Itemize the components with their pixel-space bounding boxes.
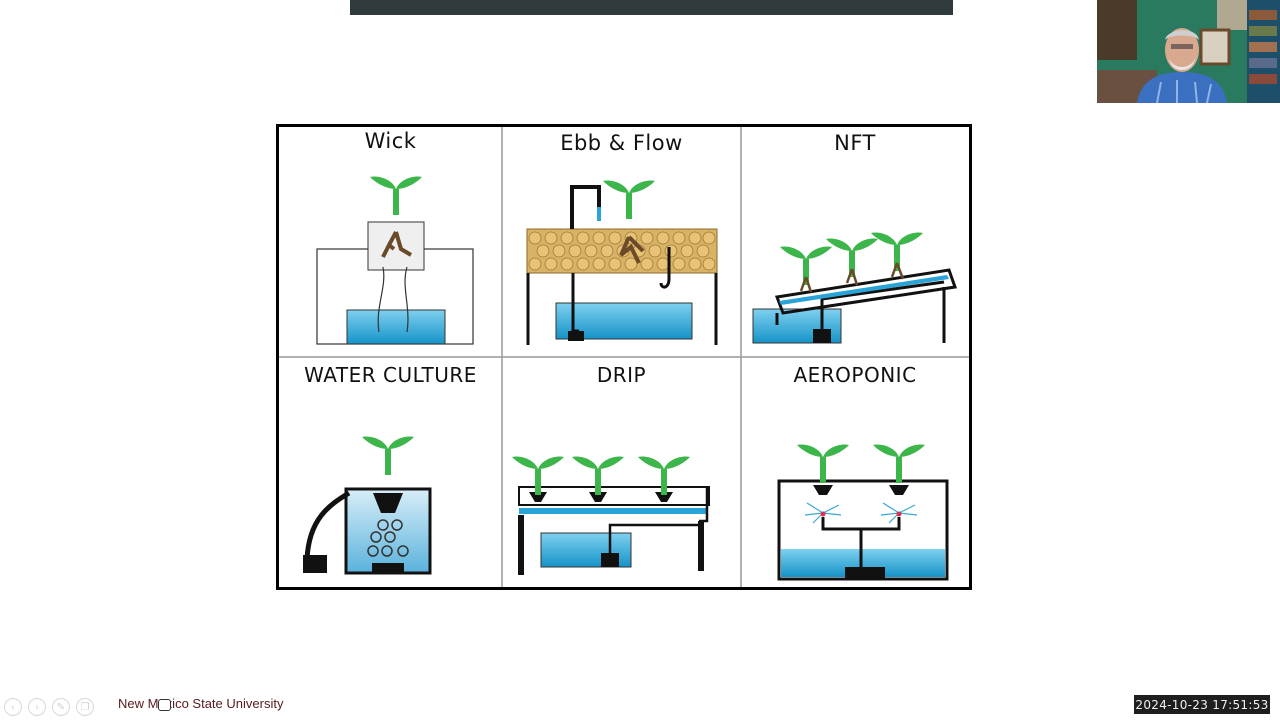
drip-illustration <box>512 456 710 575</box>
chevron-left-icon[interactable]: ‹ <box>4 698 22 716</box>
panel-title-water-culture: WATER CULTURE <box>304 363 477 387</box>
chevron-right-icon[interactable]: › <box>28 698 46 716</box>
webcam-image <box>1097 0 1280 103</box>
panel-title-drip: DRIP <box>596 363 647 387</box>
camera-icon[interactable] <box>158 699 171 711</box>
panel-title-wick: Wick <box>364 129 417 153</box>
slide-header-bar <box>350 0 953 15</box>
pen-icon[interactable]: ✎ <box>52 698 70 716</box>
aeroponic-illustration <box>777 444 949 581</box>
copy-icon[interactable]: ❐ <box>76 698 94 716</box>
water-culture-illustration <box>303 436 432 575</box>
hydroponic-systems-diagram: Wick Ebb & Flow NFT WATER CULTURE DRIP A… <box>276 124 972 590</box>
diagram-artwork <box>279 127 969 587</box>
footer-organization-label: New Mexico State University <box>118 696 284 711</box>
panel-title-nft: NFT <box>834 131 876 155</box>
presentation-controls: ‹ › ✎ ❐ <box>4 698 94 716</box>
recording-timestamp: 2024-10-23 17:51:53 <box>1134 695 1270 714</box>
panel-title-ebb-flow: Ebb & Flow <box>560 131 683 155</box>
speaker-webcam <box>1097 0 1280 103</box>
ebb-flow-illustration <box>526 180 718 345</box>
wick-illustration <box>316 176 474 345</box>
nft-illustration <box>752 232 958 344</box>
panel-title-aeroponic: AEROPONIC <box>793 363 917 387</box>
